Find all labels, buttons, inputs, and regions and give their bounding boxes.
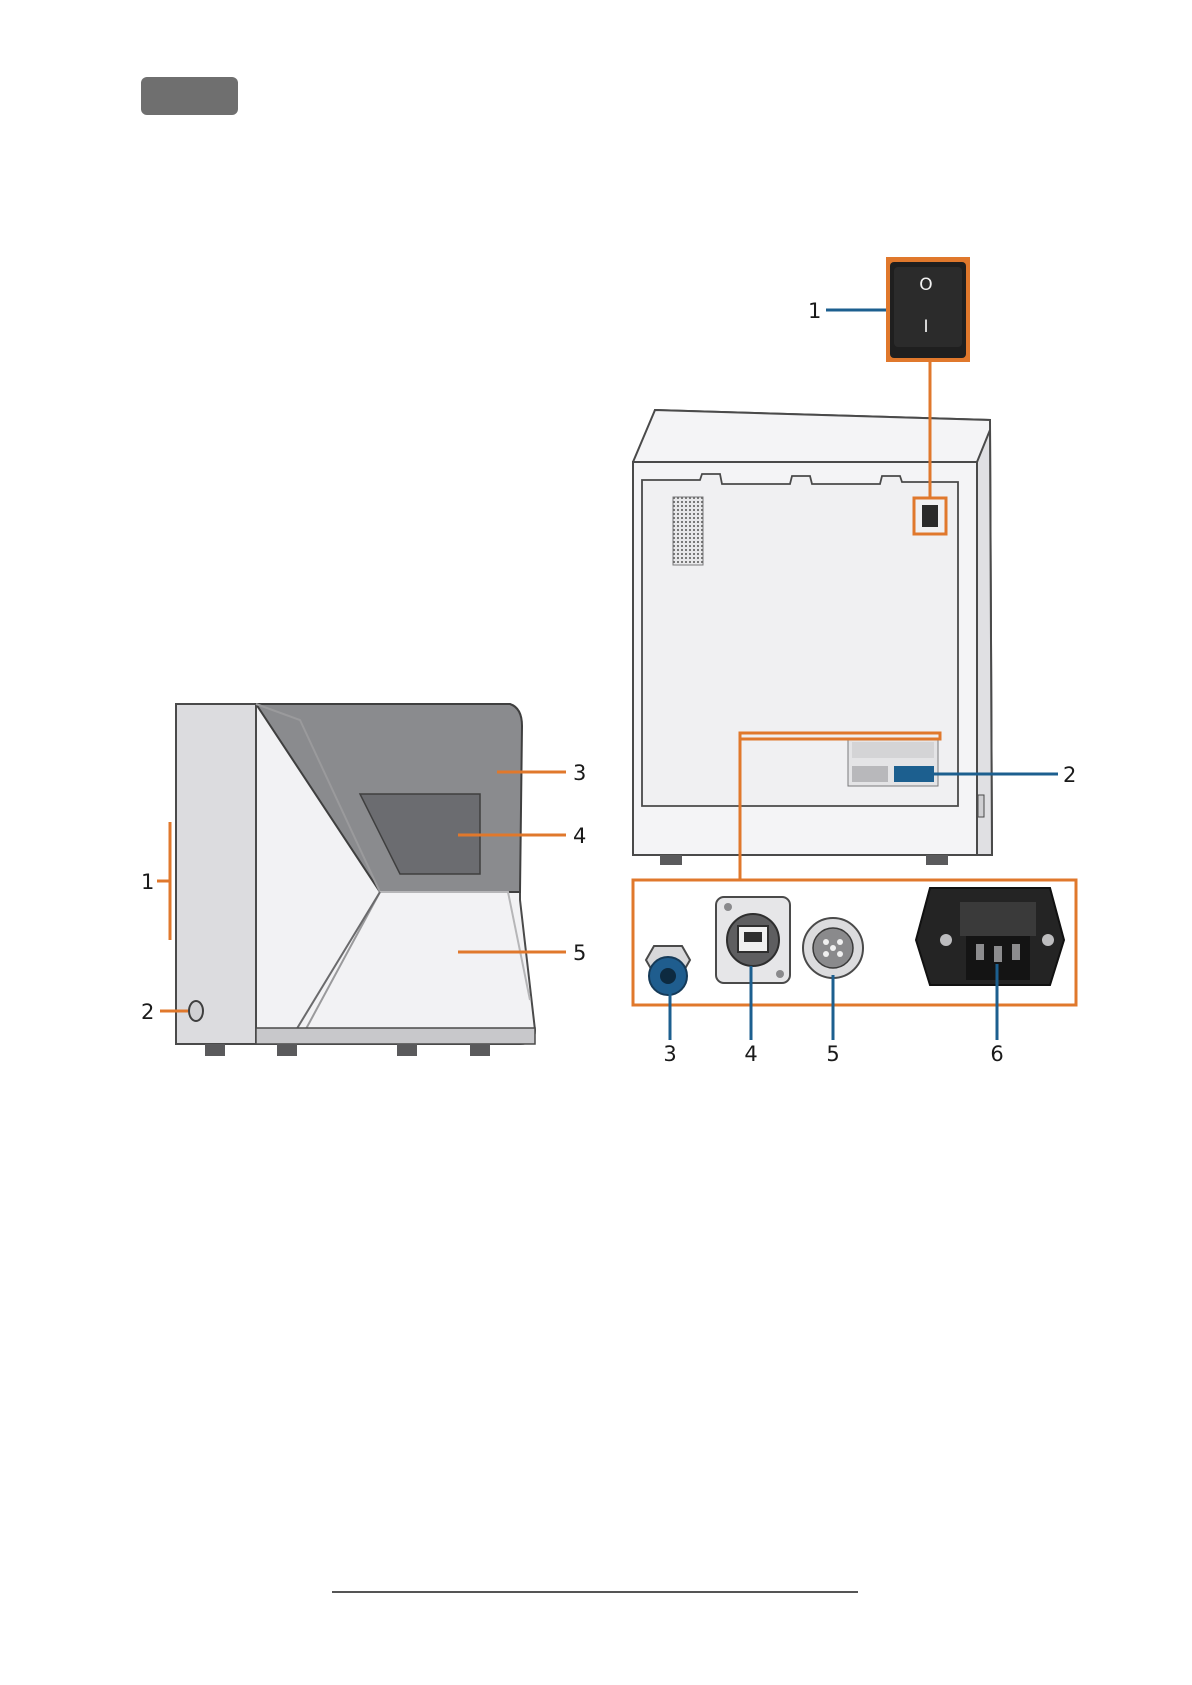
side-callout-5: 5 [573,941,586,965]
connector-callout-3: 3 [663,1042,676,1066]
connector-callout-4: 4 [744,1042,757,1066]
rear-view-illustration [633,410,992,865]
switch-off-symbol: O [919,275,932,295]
rear-callout-1: 1 [808,299,821,323]
connector-callout-6: 6 [990,1042,1003,1066]
side-button [189,1001,203,1021]
power-inlet-icon [916,888,1064,985]
side-callout-3: 3 [573,761,586,785]
round-connector-icon [803,918,863,978]
side-callout-2: 2 [141,1000,154,1024]
switch-on-symbol: I [923,317,928,337]
vent-grille [673,497,703,565]
network-port-icon [716,897,790,983]
type-plate-highlight [894,766,934,782]
air-connector-icon [646,946,690,995]
side-view-illustration [176,704,535,1056]
section-tab [141,77,238,115]
connector-panel [633,880,1076,1005]
side-callout-1: 1 [141,870,154,894]
side-callout-4: 4 [573,824,586,848]
connector-callout-5: 5 [826,1042,839,1066]
rear-callout-2: 2 [1063,763,1076,787]
